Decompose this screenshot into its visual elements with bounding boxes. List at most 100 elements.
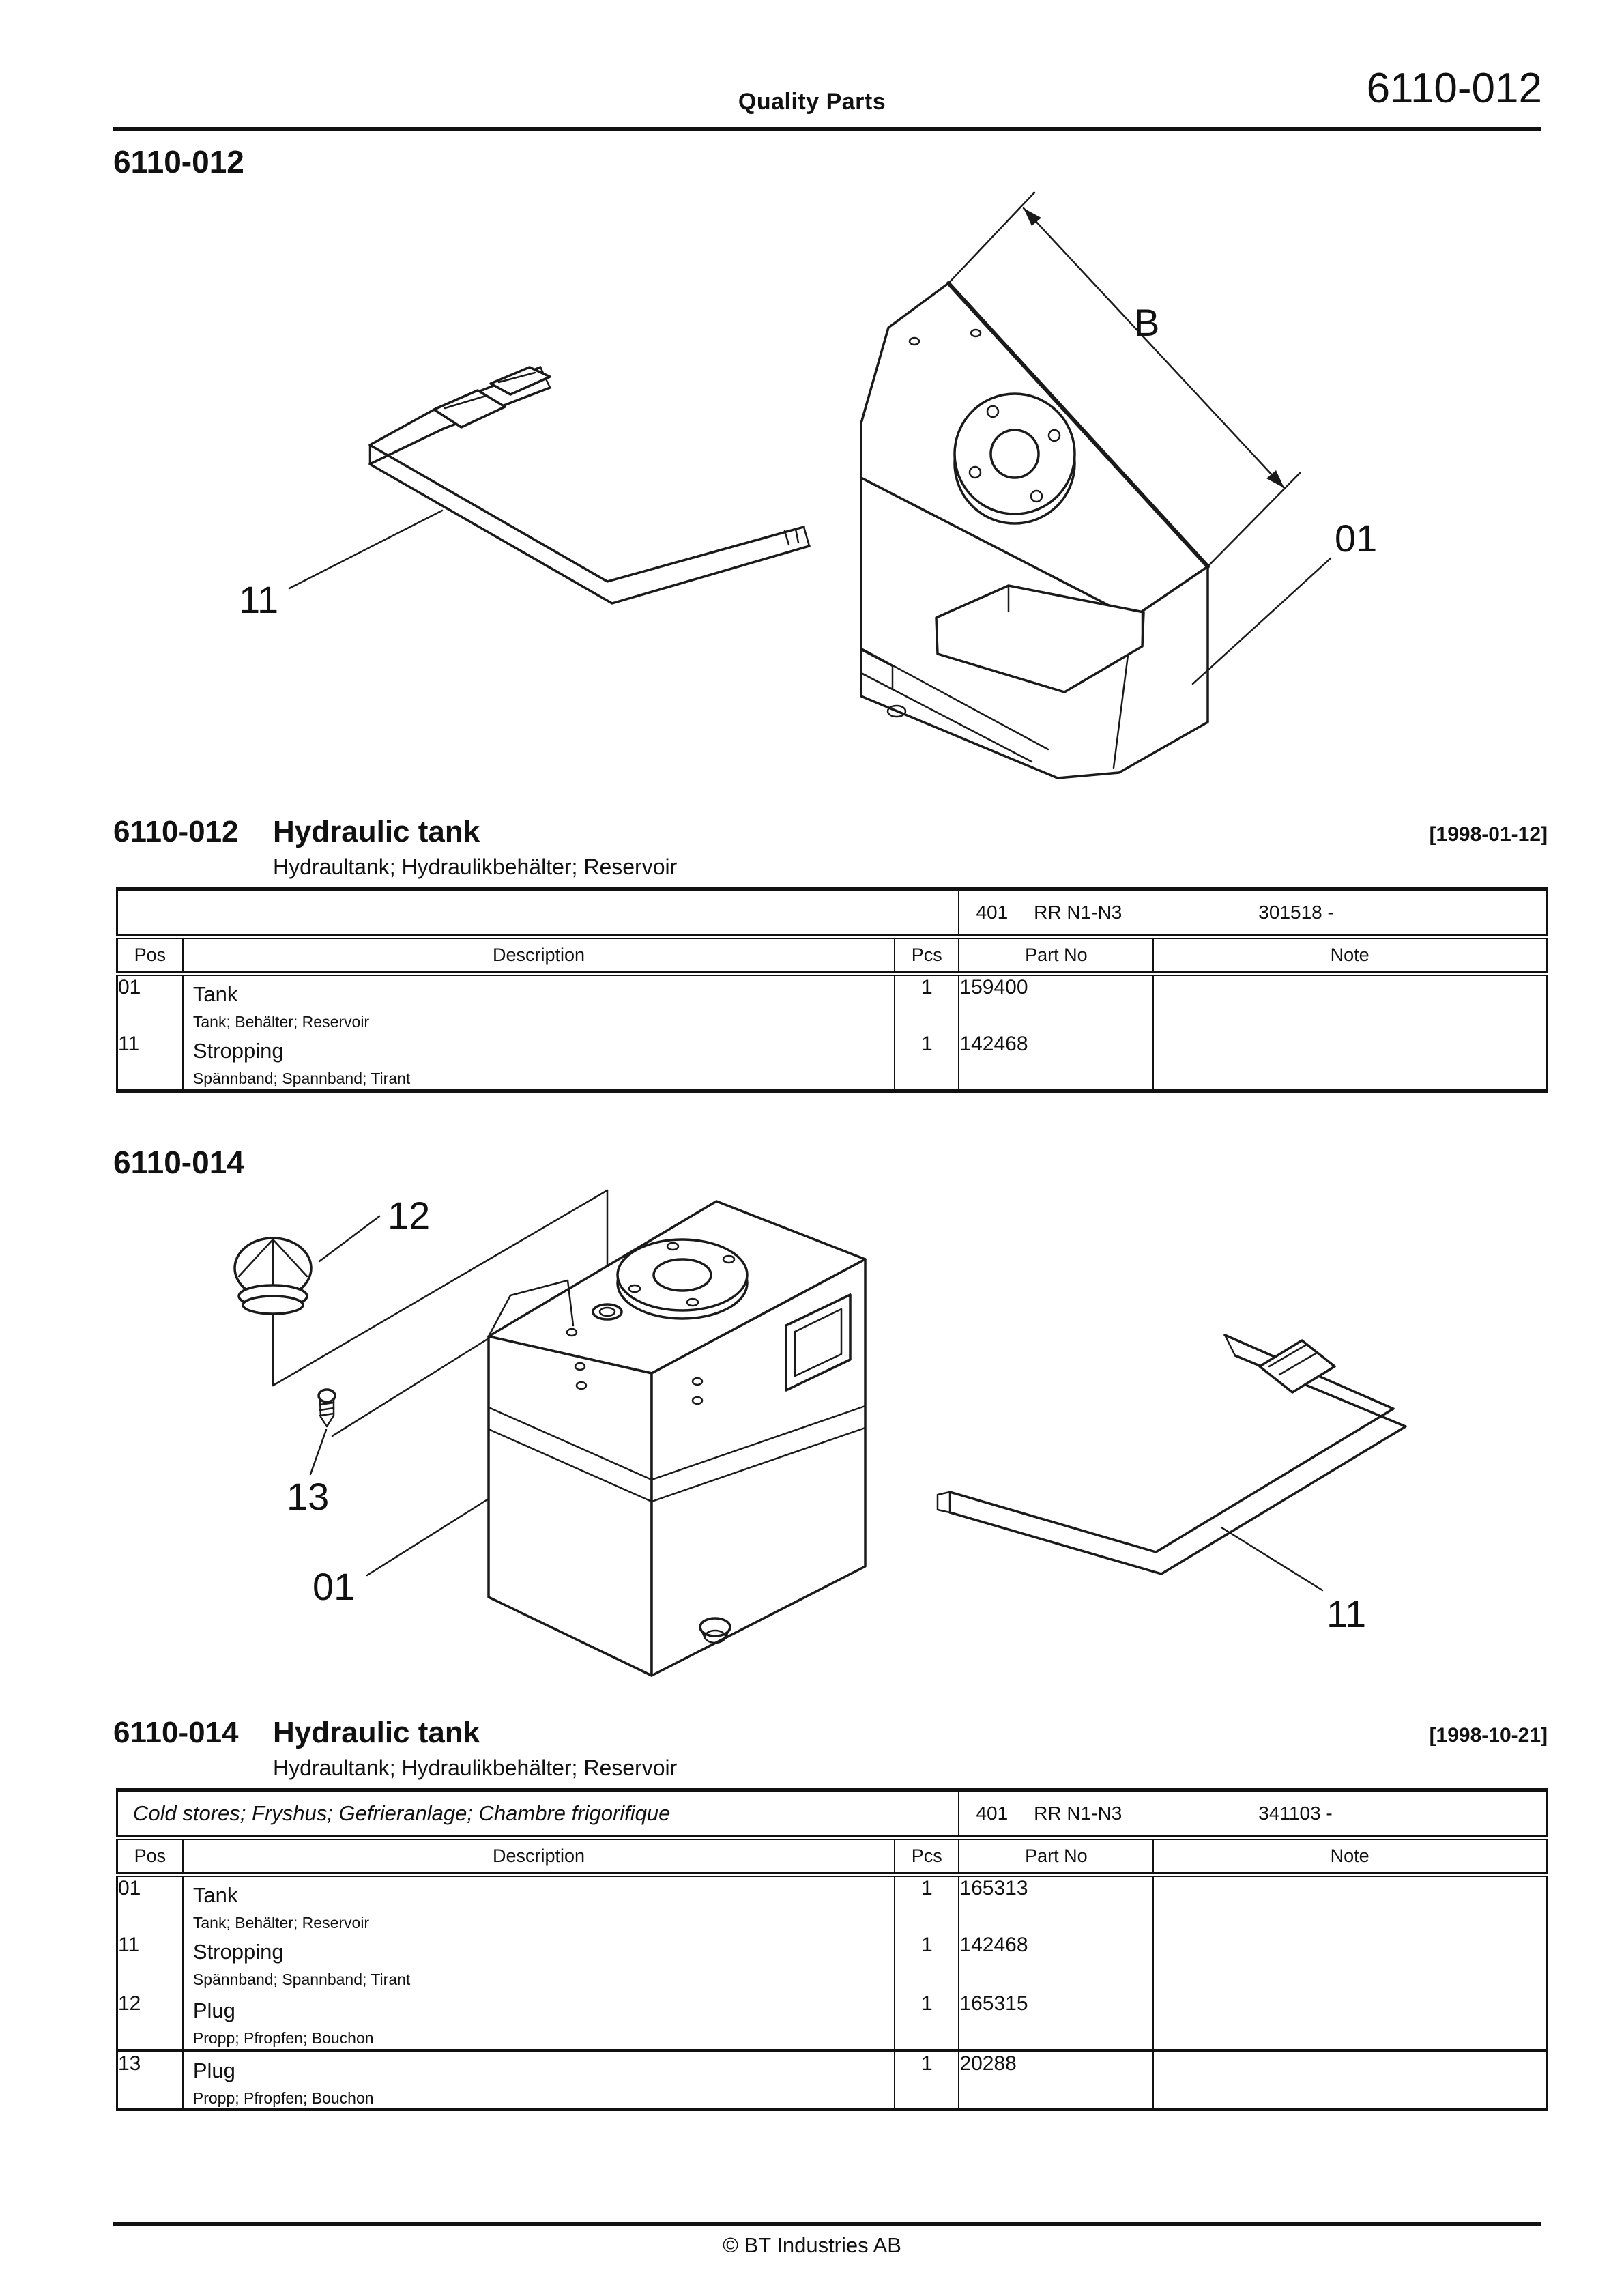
description-translations: Tank; Behälter; Reservoir bbox=[192, 1013, 370, 1031]
col-note: Note bbox=[1152, 1837, 1547, 1877]
row-part-no: 142468 bbox=[958, 1933, 1154, 1992]
row-part-no: 159400 bbox=[958, 973, 1154, 1033]
variant-row: 401 RR N1-N3 301518 - bbox=[117, 889, 1547, 939]
row-note bbox=[1152, 2049, 1547, 2110]
page-code: 6110-012 bbox=[1366, 65, 1542, 112]
diagram-label-11: 11 bbox=[239, 578, 278, 621]
table-row: 12 Plug Propp; Pfropfen; Bouchon 1 16531… bbox=[117, 1992, 1547, 2051]
tank-drawing bbox=[860, 281, 1210, 779]
row-pcs: 1 bbox=[894, 2049, 959, 2110]
section-2-title-code: 6110-014 bbox=[113, 1716, 239, 1749]
description-main: Stropping bbox=[192, 1038, 284, 1063]
col-description: Description bbox=[182, 936, 895, 976]
variant-serial: 341103 - bbox=[1258, 1803, 1333, 1824]
section-2-date: [1998-10-21] bbox=[1429, 1724, 1548, 1747]
diagram-6110-012: B 01 11 bbox=[239, 191, 1377, 779]
table-row: 01 Tank Tank; Behälter; Reservoir 1 1653… bbox=[117, 1874, 1547, 1934]
section-1-subtitle: Hydraultank; Hydraulikbehälter; Reservoi… bbox=[273, 855, 678, 879]
dimension-arrow-b bbox=[947, 191, 1301, 568]
variant-row: Cold stores; Fryshus; Gefrieranlage; Cha… bbox=[117, 1790, 1547, 1840]
row-description: Tank Tank; Behälter; Reservoir bbox=[182, 1874, 895, 1934]
row-pos: 11 bbox=[118, 1032, 140, 1055]
row-pcs: 1 bbox=[894, 1992, 959, 2051]
description-translations: Propp; Pfropfen; Bouchon bbox=[192, 2089, 374, 2107]
row-part-no: 142468 bbox=[958, 1032, 1154, 1091]
row-note bbox=[1152, 1992, 1547, 2051]
diagram-label-13: 13 bbox=[287, 1475, 329, 1518]
row-note bbox=[1152, 1933, 1547, 1992]
row-description: Stropping Spännband; Spannband; Tirant bbox=[182, 1933, 895, 1992]
plug-13-drawing bbox=[317, 1388, 336, 1428]
description-main: Plug bbox=[192, 2058, 235, 2082]
row-note bbox=[1152, 1874, 1547, 1934]
diagram-6110-014: 12 13 01 11 bbox=[233, 1189, 1407, 1677]
row-part-no: 20288 bbox=[958, 2049, 1154, 2110]
col-note: Note bbox=[1152, 936, 1547, 976]
footer-copyright: © BT Industries AB bbox=[723, 2233, 901, 2257]
description-main: Tank bbox=[192, 1883, 238, 1907]
col-pos: Pos bbox=[117, 1837, 183, 1877]
description-main: Plug bbox=[192, 1998, 235, 2022]
diagram-label-12: 12 bbox=[388, 1194, 430, 1237]
variant-code: 401 bbox=[976, 1803, 1009, 1824]
row-pos: 01 bbox=[118, 976, 141, 999]
diagram-label-b: B bbox=[1134, 301, 1159, 344]
strap-drawing bbox=[368, 366, 811, 605]
row-pcs: 1 bbox=[894, 1874, 959, 1934]
parts-table-6110-012: 401 RR N1-N3 301518 - Pos Description Pc… bbox=[116, 887, 1548, 1093]
section-2-heading: 6110-014 bbox=[113, 1145, 244, 1180]
col-part-no: Part No bbox=[958, 936, 1154, 976]
row-part-no: 165315 bbox=[958, 1992, 1154, 2051]
column-header-row: Pos Description Pcs Part No Note bbox=[117, 1837, 1547, 1877]
row-description: Tank Tank; Behälter; Reservoir bbox=[182, 973, 895, 1033]
row-pcs: 1 bbox=[894, 1032, 959, 1091]
col-pos: Pos bbox=[117, 936, 183, 976]
description-translations: Spännband; Spannband; Tirant bbox=[192, 1069, 411, 1087]
row-description: Plug Propp; Pfropfen; Bouchon bbox=[182, 1992, 895, 2051]
leader-01 bbox=[1191, 557, 1332, 685]
row-pos: 13 bbox=[117, 2049, 183, 2110]
row-description: Plug Propp; Pfropfen; Bouchon bbox=[182, 2049, 895, 2110]
variant-model: RR N1-N3 bbox=[1034, 1803, 1122, 1824]
header-title: Quality Parts bbox=[738, 89, 886, 115]
col-description: Description bbox=[182, 1837, 895, 1877]
description-translations: Tank; Behälter; Reservoir bbox=[192, 1914, 370, 1932]
section-2-title-name: Hydraulic tank bbox=[273, 1716, 480, 1749]
variant-serial: 301518 - bbox=[1258, 902, 1334, 923]
column-header-row: Pos Description Pcs Part No Note bbox=[117, 936, 1547, 976]
parts-table-6110-014: Cold stores; Fryshus; Gefrieranlage; Cha… bbox=[116, 1788, 1548, 2111]
section-1-heading: 6110-012 bbox=[113, 144, 244, 180]
strap-drawing bbox=[936, 1334, 1407, 1575]
section-1-title-name: Hydraulic tank bbox=[273, 815, 480, 848]
table-row: 11 Stropping Spännband; Spannband; Tiran… bbox=[117, 1933, 1547, 1992]
leader-12 bbox=[318, 1215, 381, 1263]
row-pcs: 1 bbox=[894, 973, 959, 1033]
col-part-no: Part No bbox=[958, 1837, 1154, 1877]
description-translations: Spännband; Spannband; Tirant bbox=[192, 1970, 411, 1988]
row-pos: 11 bbox=[118, 1933, 140, 1956]
table-row: 01 Tank Tank; Behälter; Reservoir 1 1594… bbox=[117, 973, 1547, 1033]
header-rule bbox=[113, 127, 1541, 131]
plug-12-drawing bbox=[233, 1237, 313, 1315]
leader-11 bbox=[288, 509, 444, 590]
leader-01 bbox=[366, 1497, 490, 1577]
footer-rule bbox=[113, 2222, 1541, 2226]
table-row: 13 Plug Propp; Pfropfen; Bouchon 1 20288 bbox=[117, 2049, 1547, 2110]
description-main: Tank bbox=[192, 982, 238, 1006]
leader-11 bbox=[1220, 1526, 1324, 1592]
row-pos: 01 bbox=[118, 1877, 141, 1899]
diagram-label-01: 01 bbox=[1335, 517, 1377, 560]
description-main: Stropping bbox=[192, 1939, 284, 1964]
col-pcs: Pcs bbox=[894, 936, 959, 976]
section-2-subtitle: Hydraultank; Hydraulikbehälter; Reservoi… bbox=[273, 1755, 678, 1780]
col-pcs: Pcs bbox=[894, 1837, 959, 1877]
row-part-no: 165313 bbox=[958, 1874, 1154, 1934]
variant-model: RR N1-N3 bbox=[1034, 902, 1122, 923]
row-pcs: 1 bbox=[894, 1933, 959, 1992]
description-translations: Propp; Pfropfen; Bouchon bbox=[192, 2028, 374, 2047]
variant-filter: Cold stores; Fryshus; Gefrieranlage; Cha… bbox=[133, 1801, 671, 1825]
row-note bbox=[1152, 973, 1547, 1033]
variant-code: 401 bbox=[976, 902, 1009, 923]
leader-13 bbox=[309, 1429, 328, 1476]
